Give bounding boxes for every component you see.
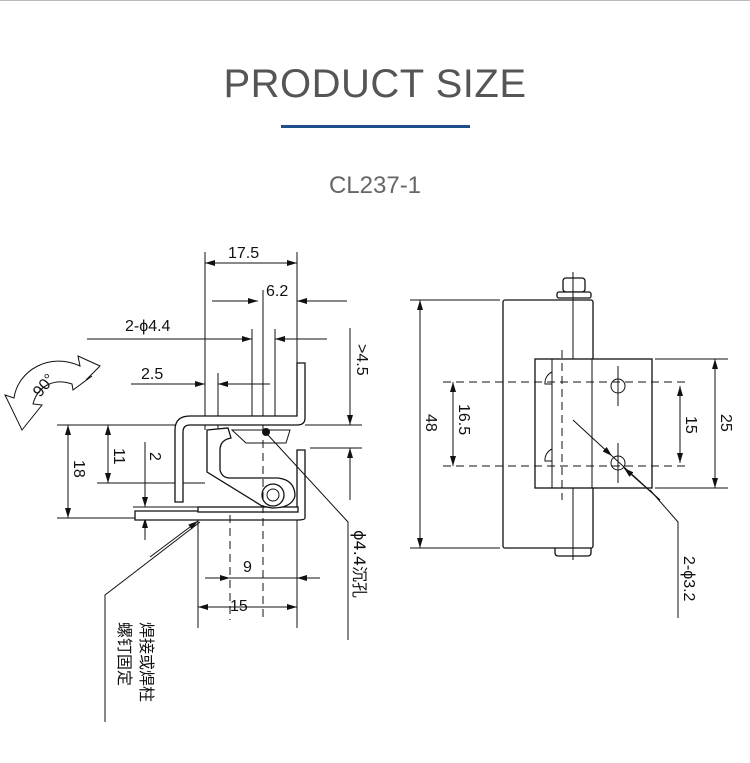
model-number: CL237-1 (328, 172, 422, 199)
dim-2: 2 (146, 452, 163, 461)
dim-18: 18 (70, 460, 87, 478)
countersink-label: ϕ4.4沉孔 (350, 530, 369, 598)
hinge-upper-bracket (174, 362, 306, 503)
dim-25: 25 (717, 414, 734, 432)
dim-9: 9 (243, 559, 252, 576)
dim-2-5: 2.5 (141, 366, 163, 383)
dim-gt-4-5: >4.5 (353, 344, 370, 376)
dim-11: 11 (110, 448, 127, 465)
rotation-label: 90° (30, 371, 59, 400)
title-underline (281, 125, 470, 128)
dim-15-front: 15 (682, 416, 699, 434)
dim-2-phi4-4: 2-ϕ4.4 (125, 318, 171, 335)
top-divider (0, 0, 750, 1)
pivot-pin (261, 483, 285, 507)
note-screw-fix: 螺钉固定 (115, 622, 134, 686)
rotation-arrow-icon (4, 355, 101, 431)
countersink-hole (262, 428, 270, 436)
dim-48: 48 (422, 414, 439, 432)
page-title: PRODUCT SIZE (223, 62, 527, 106)
dim-16-5: 16.5 (455, 404, 472, 435)
side-view: 90° 17.5 6.2 2-ϕ4.4 2.5 >4.5 (4, 245, 370, 722)
note-weld-or-stud: 焊接或焊柱 (137, 622, 156, 702)
dim-2-phi3-2: 2-ϕ3.2 (680, 556, 697, 602)
hinge-leaf (534, 358, 653, 489)
front-view: 48 16.5 15 25 2-ϕ3.2 (410, 272, 734, 618)
dim-15: 15 (230, 598, 248, 615)
screw-head (562, 277, 586, 293)
dim-17-5: 17.5 (228, 245, 259, 262)
dim-6-2: 6.2 (266, 283, 288, 300)
